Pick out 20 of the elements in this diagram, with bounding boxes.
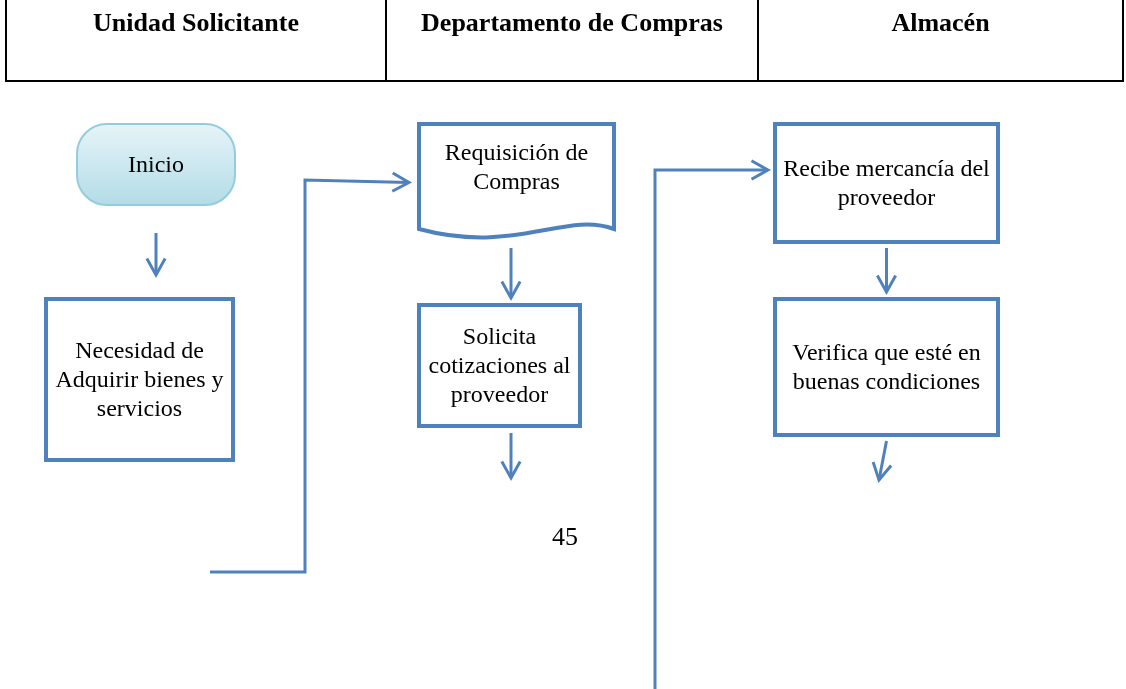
- process-box: [417, 303, 582, 428]
- arrow: [875, 248, 898, 294]
- node-text: Inicio: [127, 150, 185, 179]
- arrow: [145, 233, 167, 277]
- process-box: [773, 297, 1000, 437]
- node-text: Solicita cotizaciones al proveedor: [427, 322, 572, 409]
- column-header: Almacén: [757, 0, 1124, 82]
- node-text: Necesidad de Adquirir bienes y servicios: [54, 336, 225, 423]
- arrow: [653, 159, 770, 689]
- process-box: [44, 297, 235, 462]
- arrow: [500, 433, 522, 480]
- node-text: Requisición de Compras: [443, 138, 590, 196]
- column-header: Unidad Solicitante: [5, 0, 387, 82]
- page-number: 45: [552, 522, 578, 552]
- node-text: Recibe mercancía del proveedor: [782, 154, 991, 212]
- arrow: [871, 440, 893, 482]
- process-box: [773, 122, 1000, 244]
- arrow: [210, 171, 411, 574]
- arrow: [500, 248, 522, 300]
- node-text: Verifica que esté en buenas condiciones: [791, 338, 982, 396]
